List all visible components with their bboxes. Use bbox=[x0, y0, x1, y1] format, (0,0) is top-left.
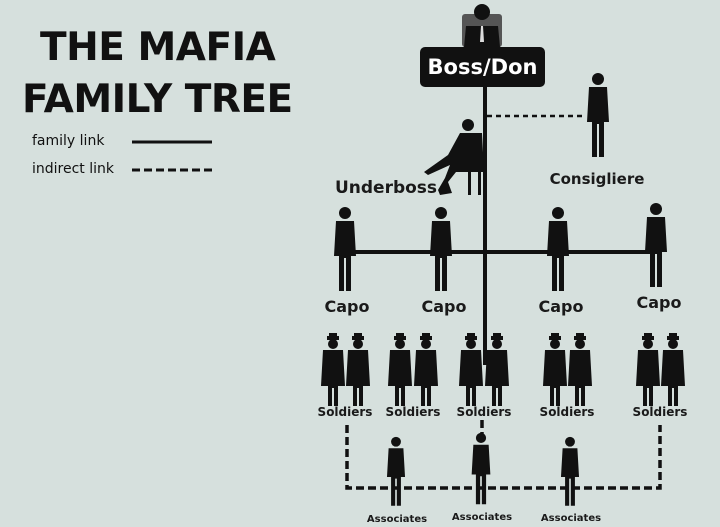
legend-family-link-label: family link bbox=[32, 133, 105, 149]
capo-figure-icon bbox=[547, 207, 569, 291]
capo-label: Capo bbox=[324, 297, 370, 316]
underboss-seated-figure-icon bbox=[424, 119, 484, 195]
soldiers-figures bbox=[321, 333, 685, 406]
associates-label: Associates bbox=[540, 513, 602, 524]
capo-figure-icon bbox=[430, 207, 452, 291]
soldiers-label: Soldiers bbox=[539, 405, 595, 419]
soldiers-label: Soldiers bbox=[456, 405, 512, 419]
associate-figure-icon bbox=[560, 436, 580, 506]
soldier-figure-icon bbox=[414, 333, 438, 406]
associate-figure-icon bbox=[471, 432, 491, 505]
soldiers-label: Soldiers bbox=[632, 405, 688, 419]
soldier-figure-icon bbox=[485, 333, 509, 406]
underboss-label: Underboss bbox=[334, 178, 438, 198]
boss-figure-icon bbox=[462, 4, 502, 47]
soldiers-label: Soldiers bbox=[385, 405, 441, 419]
soldier-figure-icon bbox=[568, 333, 592, 406]
capo-label: Capo bbox=[538, 297, 584, 316]
title-line-2: FAMILY TREE bbox=[22, 77, 293, 122]
boss-label: Boss/Don bbox=[427, 55, 538, 79]
capo-label: Capo bbox=[421, 297, 467, 316]
soldier-figure-icon bbox=[636, 333, 660, 406]
soldier-figure-icon bbox=[388, 333, 412, 406]
title-line-1: THE MAFIA bbox=[40, 25, 276, 70]
legend-indirect-link-label: indirect link bbox=[32, 161, 114, 177]
associate-figure-icon bbox=[386, 436, 406, 506]
soldier-figure-icon bbox=[543, 333, 567, 406]
soldier-figure-icon bbox=[661, 333, 685, 406]
consigliere-figure-icon bbox=[587, 73, 609, 157]
consigliere-label: Consigliere bbox=[549, 170, 645, 188]
associates-label: Associates bbox=[366, 514, 428, 525]
capo-figure-icon bbox=[334, 207, 356, 291]
soldiers-label: Soldiers bbox=[317, 405, 373, 419]
capo-label: Capo bbox=[636, 293, 682, 312]
soldier-figure-icon bbox=[459, 333, 483, 406]
boss-label-box: Boss/Don bbox=[420, 47, 545, 87]
associates-label: Associates bbox=[451, 512, 513, 523]
soldier-figure-icon bbox=[346, 333, 370, 406]
capo-figure-icon bbox=[645, 203, 667, 287]
soldier-figure-icon bbox=[321, 333, 345, 406]
